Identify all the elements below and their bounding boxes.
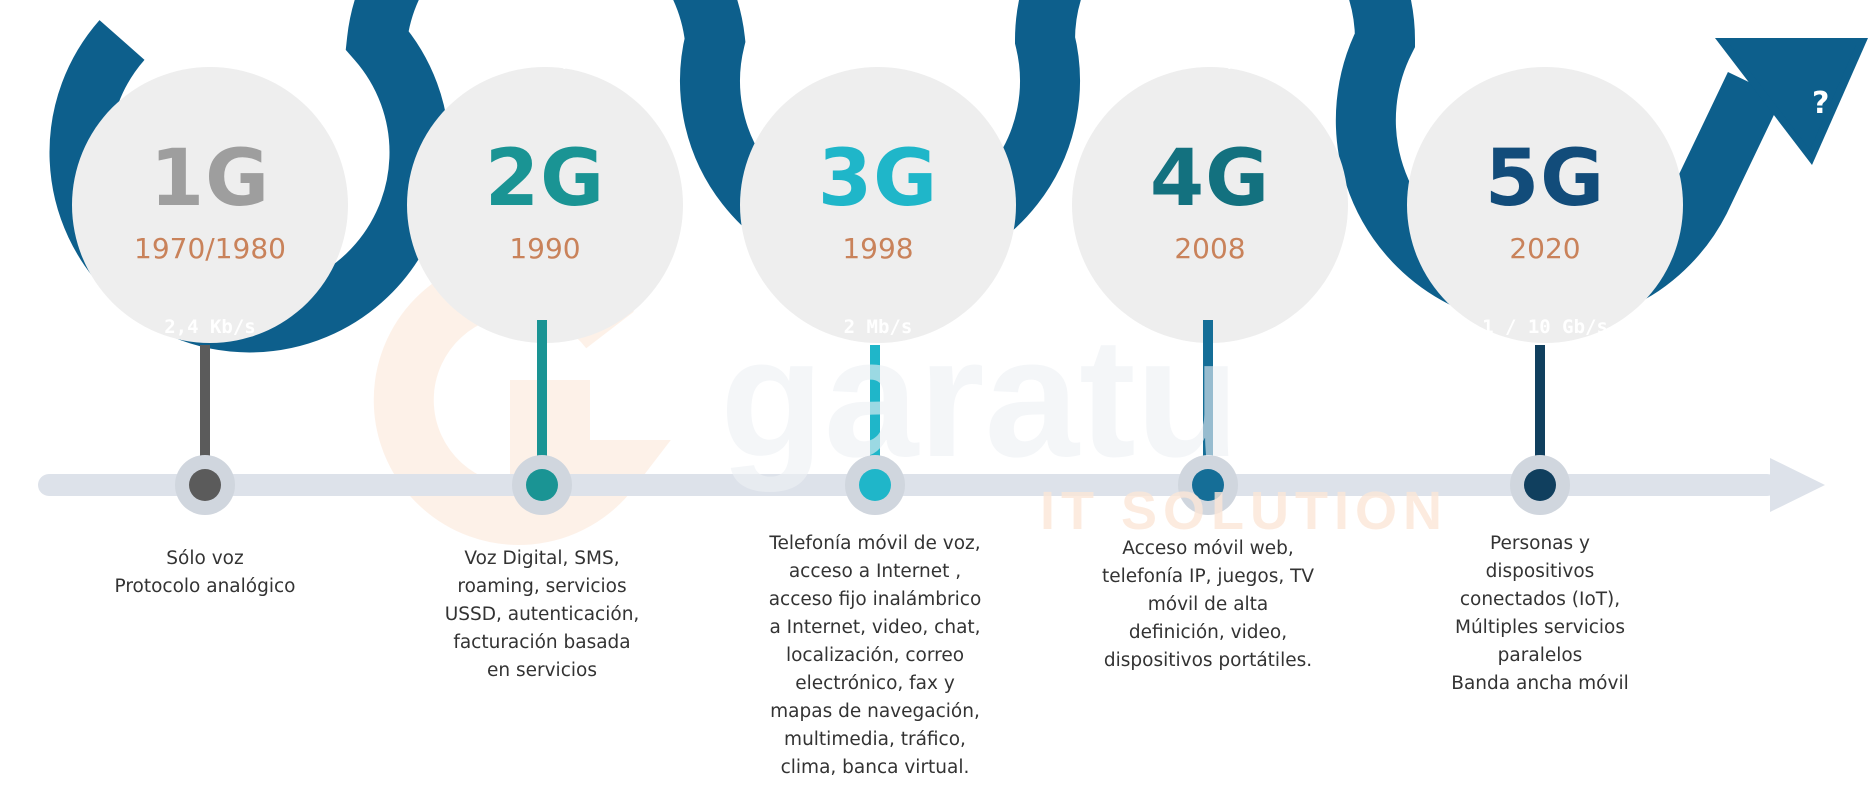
generation-speed: 1 / 10 Gb/s	[1482, 316, 1608, 338]
generation-speed: 64 Kb/s	[504, 50, 586, 72]
generation-year: 1990	[509, 232, 581, 265]
timeline-dots	[175, 455, 1570, 515]
stem-2g	[537, 320, 547, 485]
generation-description: Sólo voz Protocolo analógico	[114, 548, 296, 597]
generation-title: 2G	[484, 134, 606, 224]
stem-1g	[200, 345, 210, 485]
timeline-dot-5g	[1524, 469, 1556, 501]
generation-stems	[200, 320, 1545, 485]
generation-description: Voz Digital, SMS, roaming, servicios USS…	[444, 548, 640, 681]
generation-title: 5G	[1484, 134, 1606, 224]
generation-year: 2020	[1509, 232, 1581, 265]
generation-year: 2008	[1174, 232, 1246, 265]
generation-year: 1970/1980	[134, 232, 286, 265]
timeline-dot-2g	[526, 469, 558, 501]
timeline-axis	[38, 458, 1825, 512]
generation-circle-1g	[72, 67, 348, 343]
generation-description: Telefonía móvil de voz, acceso a Interne…	[768, 533, 982, 778]
generation-speed: 2 Mb/s	[843, 316, 913, 338]
generation-circle-5g	[1407, 67, 1683, 343]
generation-circle-3g	[740, 67, 1016, 343]
generation-circle-4g	[1072, 67, 1348, 343]
stem-5g	[1535, 345, 1545, 485]
generation-speed: 100Mb/s	[1169, 50, 1251, 72]
timeline-dot-4g	[1192, 469, 1224, 501]
generation-year: 1998	[842, 232, 914, 265]
timeline-dot-3g	[859, 469, 891, 501]
generation-title: 4G	[1149, 134, 1271, 224]
generation-description: Personas y dispositivos conectados (IoT)…	[1451, 533, 1629, 694]
generation-title: 1G	[149, 134, 271, 224]
stem-3g	[870, 345, 880, 485]
timeline-dot-1g	[189, 469, 221, 501]
generation-title: 3G	[817, 134, 939, 224]
stem-4g	[1203, 320, 1213, 485]
generation-description: Acceso móvil web, telefonía IP, juegos, …	[1101, 538, 1315, 671]
generation-speed: 2,4 Kb/s	[164, 316, 256, 338]
end-question-mark: ?	[1812, 86, 1830, 121]
generation-circle-2g	[407, 67, 683, 343]
generation-circles	[72, 67, 1683, 343]
